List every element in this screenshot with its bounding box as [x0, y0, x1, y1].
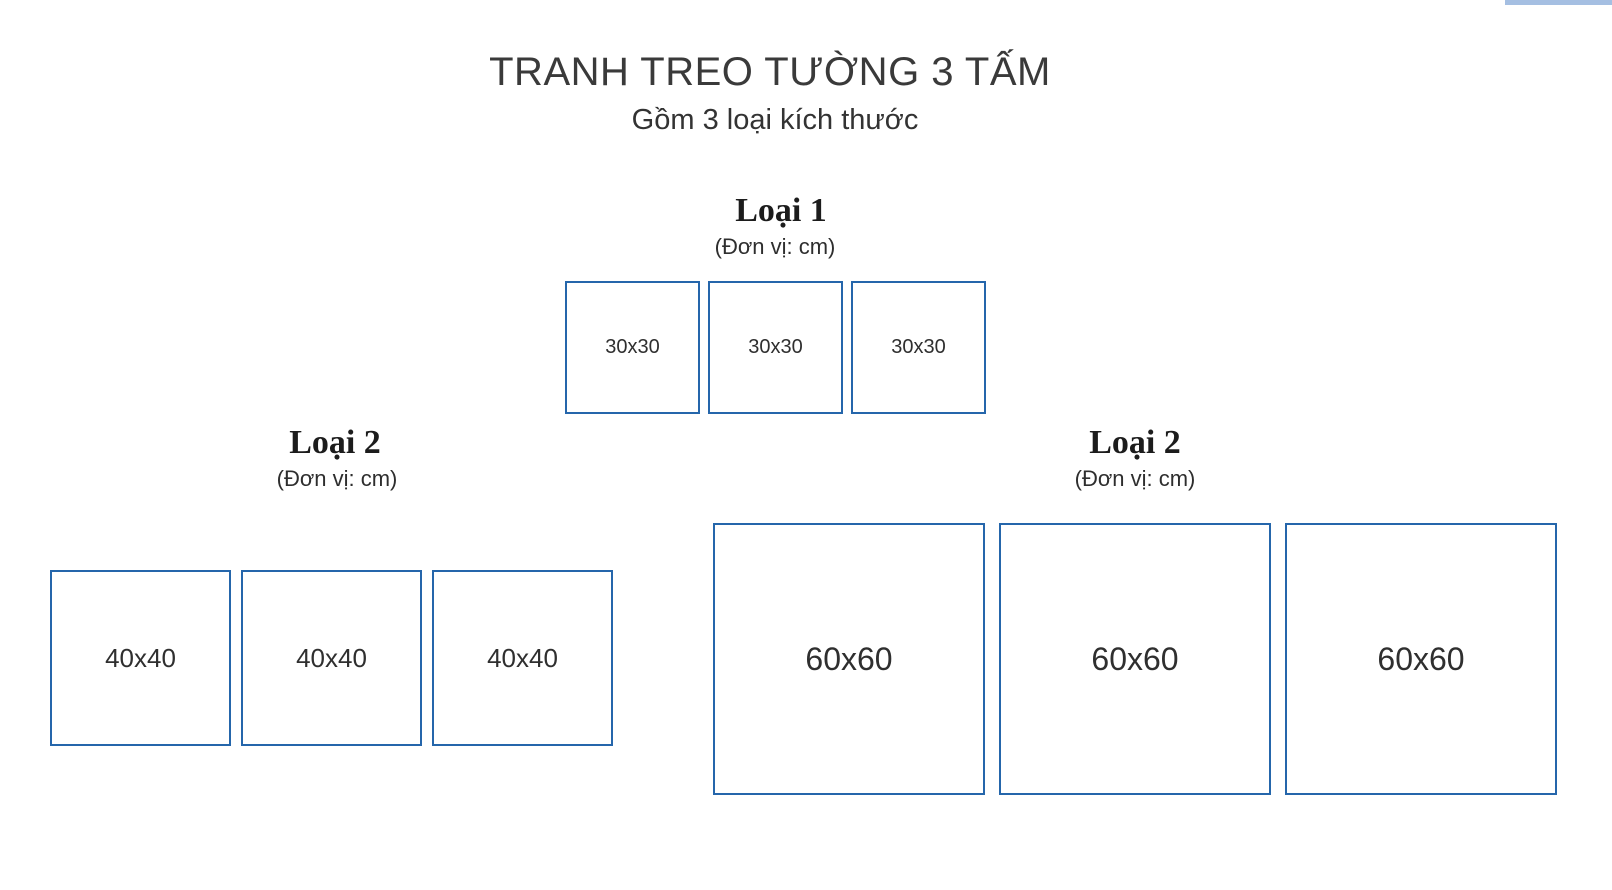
panel-size-label: 40x40 [296, 642, 367, 673]
unit-note-type1: (Đơn vị: cm) [714, 234, 836, 259]
panel-size-label: 40x40 [487, 642, 558, 673]
page-title: TRANH TREO TƯỜNG 3 TẤM [489, 50, 1051, 94]
panel-size-label: 30x30 [605, 336, 660, 358]
top-right-strip [1505, 0, 1612, 5]
panel-row-type2-right: 60x60 60x60 60x60 [713, 523, 1557, 795]
panel-size-label: 30x30 [891, 336, 946, 358]
panel-size-label: 60x60 [805, 640, 893, 677]
group-heading-type2-right: Loại 2 [1089, 424, 1181, 461]
panel-30x30: 30x30 [565, 281, 700, 414]
panel-40x40: 40x40 [241, 570, 422, 746]
panel-row-type2-left: 40x40 40x40 40x40 [50, 570, 613, 746]
panel-40x40: 40x40 [432, 570, 613, 746]
page-subtitle: Gồm 3 loại kích thước [631, 104, 919, 136]
unit-note-type2-left: (Đơn vị: cm) [276, 466, 398, 491]
panel-60x60: 60x60 [999, 523, 1271, 795]
panel-size-label: 30x30 [748, 336, 803, 358]
unit-note-type2-right: (Đơn vị: cm) [1074, 466, 1196, 491]
panel-size-label: 60x60 [1091, 640, 1179, 677]
panel-size-label: 60x60 [1377, 640, 1465, 677]
panel-60x60: 60x60 [1285, 523, 1557, 795]
panel-30x30: 30x30 [851, 281, 986, 414]
group-heading-type2-left: Loại 2 [289, 424, 381, 461]
group-heading-type1: Loại 1 [735, 192, 827, 229]
panel-40x40: 40x40 [50, 570, 231, 746]
panel-30x30: 30x30 [708, 281, 843, 414]
panel-60x60: 60x60 [713, 523, 985, 795]
panel-size-label: 40x40 [105, 642, 176, 673]
panel-row-type1: 30x30 30x30 30x30 [565, 281, 986, 414]
